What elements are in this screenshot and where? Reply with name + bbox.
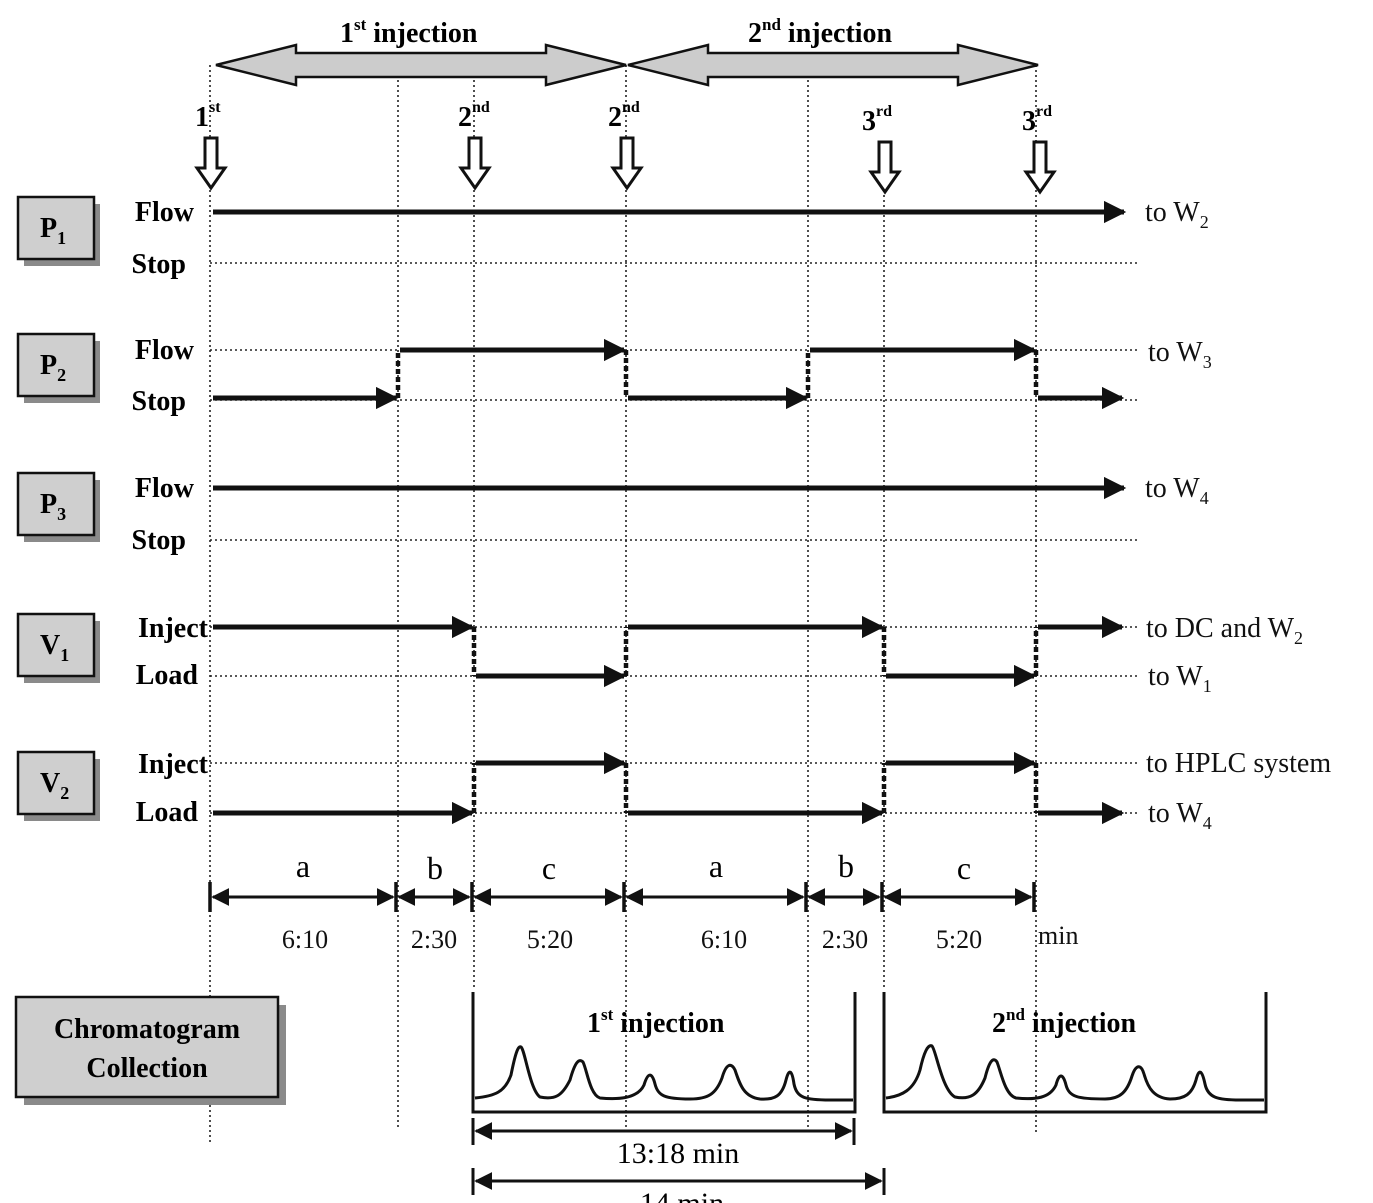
down-arrow-icon xyxy=(610,136,644,191)
svg-text:3rd: 3rd xyxy=(862,103,892,137)
v2-label: V2 xyxy=(40,768,69,803)
v1-label: V1 xyxy=(40,630,69,665)
v2-load-label: Load xyxy=(136,797,199,828)
chromatogram-frame-1 xyxy=(471,992,857,1114)
injection-banners: 1st injection 2nd injection xyxy=(215,15,1039,87)
down-arrow-icon xyxy=(458,136,492,191)
row-p2: P2 Flow Stop to W3 xyxy=(16,332,1212,417)
segment-duration-a2: 6:10 xyxy=(701,925,747,954)
marker-2b: 2nd xyxy=(608,99,644,191)
chromatogram-first-title: 1st injection xyxy=(587,1005,725,1039)
p2-stop-label: Stop xyxy=(132,386,186,417)
chromatogram-box-line1: Chromatogram xyxy=(54,1014,240,1045)
segment-letter-c1: c xyxy=(542,850,556,886)
v1-dest-load: to W1 xyxy=(1148,661,1212,696)
chromatogram-second-title: 2nd injection xyxy=(992,1005,1137,1039)
chromatogram-box xyxy=(14,995,280,1099)
p3-dest: to W4 xyxy=(1145,473,1209,508)
segment-letter-b1: b xyxy=(427,850,443,886)
chromatogram-section: Chromatogram Collection 1st injection 2n… xyxy=(14,992,1268,1203)
row-p3: P3 Flow Stop to W4 xyxy=(16,471,1209,556)
event-markers: 1st 2nd 2nd 3rd 3rd xyxy=(194,99,1057,195)
svg-text:3rd: 3rd xyxy=(1022,103,1052,137)
row-v2: V2 Inject Load to HPLC system to W4 xyxy=(16,748,1331,833)
segment-letter-a1: a xyxy=(296,848,310,884)
segment-duration-c1: 5:20 xyxy=(527,925,573,954)
marker-3a: 3rd xyxy=(862,103,902,195)
row-p1: P1 Flow Stop to W2 xyxy=(16,195,1209,280)
p2-dest: to W3 xyxy=(1148,337,1212,372)
svg-text:2nd: 2nd xyxy=(458,99,490,133)
p1-dest: to W2 xyxy=(1145,197,1209,232)
chromatogram-box-line2: Collection xyxy=(86,1053,208,1084)
second-injection-banner xyxy=(627,43,1039,87)
segment-duration-c2: 5:20 xyxy=(936,925,982,954)
second-injection-title: 2nd injection xyxy=(748,15,893,49)
chromatogram-trace-1 xyxy=(474,1045,853,1102)
segment-duration-b1: 2:30 xyxy=(411,925,457,954)
span-13-18-label: 13:18 min xyxy=(617,1137,740,1170)
p1-box xyxy=(16,195,96,261)
time-guides xyxy=(209,65,1037,1145)
p3-box xyxy=(16,471,96,537)
time-segments: a b c a b c 6:10 2:30 5:20 6:10 2:30 5:2… xyxy=(208,848,1078,954)
segment-duration-b2: 2:30 xyxy=(822,925,868,954)
unit-label: min xyxy=(1038,921,1078,950)
p2-label: P2 xyxy=(40,350,66,385)
segment-letter-c2: c xyxy=(957,850,971,886)
p1-flow-label: Flow xyxy=(135,197,195,228)
svg-text:1st: 1st xyxy=(195,99,221,133)
p1-stop-label: Stop xyxy=(132,249,186,280)
p3-flow-label: Flow xyxy=(135,473,195,504)
p3-label: P3 xyxy=(40,489,66,524)
svg-text:2nd: 2nd xyxy=(608,99,640,133)
chromatogram-frame-2 xyxy=(882,992,1268,1114)
segment-letter-a2: a xyxy=(709,848,723,884)
span-14-label: 14 min xyxy=(640,1187,724,1203)
v2-inject-label: Inject xyxy=(138,749,209,780)
p2-flow-label: Flow xyxy=(135,335,195,366)
down-arrow-icon xyxy=(1023,140,1057,195)
v2-dest-load: to W4 xyxy=(1148,798,1212,833)
first-injection-title: 1st injection xyxy=(340,15,478,49)
marker-1: 1st xyxy=(194,99,228,191)
marker-3b: 3rd xyxy=(1022,103,1057,195)
p2-box xyxy=(16,332,96,398)
chromatogram-trace-2 xyxy=(885,1044,1264,1102)
v2-box xyxy=(16,750,96,816)
v1-inject-label: Inject xyxy=(138,613,209,644)
down-arrow-icon xyxy=(868,140,902,195)
v1-box xyxy=(16,612,96,678)
v2-dest-inject: to HPLC system xyxy=(1146,748,1331,779)
first-injection-banner xyxy=(215,43,627,87)
p3-stop-label: Stop xyxy=(132,525,186,556)
segment-letter-b2: b xyxy=(838,848,854,884)
down-arrow-icon xyxy=(194,136,228,191)
v1-load-label: Load xyxy=(136,660,199,691)
marker-2a: 2nd xyxy=(458,99,492,191)
p1-label: P1 xyxy=(40,213,66,248)
segment-duration-a1: 6:10 xyxy=(282,925,328,954)
v1-dest-inject: to DC and W2 xyxy=(1146,613,1303,648)
row-v1: V1 Inject Load to DC and W2 to W1 xyxy=(16,612,1303,696)
